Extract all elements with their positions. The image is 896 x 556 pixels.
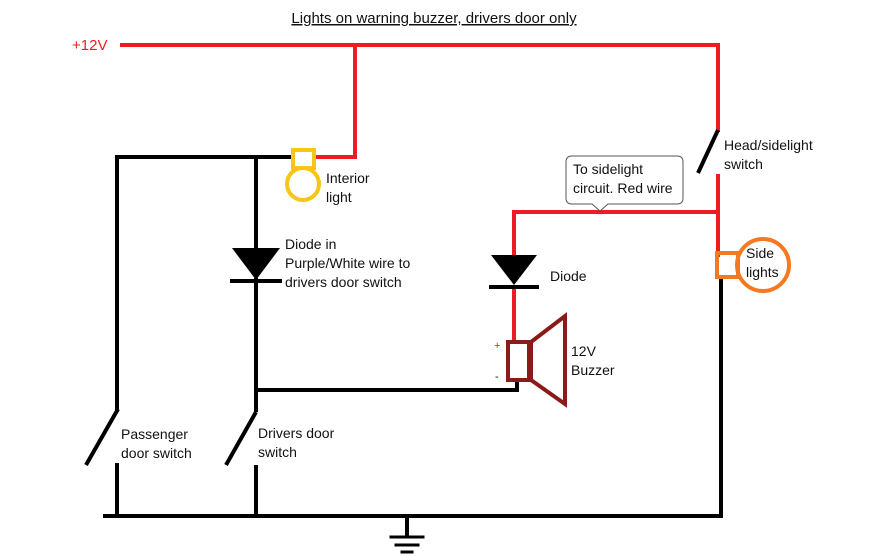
- sidelight-callout: [565, 155, 684, 212]
- diode-purple-white-label-line: drivers door switch: [285, 274, 402, 290]
- buzzer-label-line: 12V: [571, 343, 597, 359]
- positive-wiring: [120, 43, 720, 344]
- callout-text: To sidelight circuit. Red wire: [573, 161, 673, 196]
- headlight-switch-label-line: Head/sidelight: [724, 137, 813, 153]
- interior-light-label-line: light: [326, 189, 352, 205]
- side-lights-label-line: Side: [746, 245, 774, 261]
- buzzer-label-line: Buzzer: [571, 362, 615, 378]
- side-lights-label-line: lights: [746, 264, 779, 280]
- diagram-title: Lights on warning buzzer, drivers door o…: [291, 10, 577, 27]
- passenger-switch-label-line: Passenger: [121, 426, 188, 442]
- interior-light-label: Interior light: [326, 170, 373, 205]
- passenger-switch-label-line: door switch: [121, 445, 192, 461]
- headlight-switch-label-line: switch: [724, 156, 763, 172]
- diode-icon: [489, 255, 539, 289]
- diode-purple-white-label-line: Diode in: [285, 236, 336, 252]
- drivers-door-switch: [224, 411, 258, 466]
- drivers-switch-label-line: Drivers door: [258, 425, 335, 441]
- interior-light-bulb-icon: [285, 148, 321, 202]
- buzzer-speaker-icon: [506, 311, 567, 408]
- headlight-switch-label: Head/sidelight switch: [724, 137, 817, 172]
- diode-label: Diode: [550, 268, 587, 284]
- callout-text-line: To sidelight: [573, 161, 643, 177]
- supply-label: +12V: [72, 37, 107, 54]
- ground-wiring: [103, 155, 723, 538]
- side-lights-label: Side lights: [746, 245, 779, 280]
- passenger-switch-label: Passenger door switch: [121, 426, 192, 461]
- headlight-switch: [696, 129, 720, 174]
- buzzer-feed-wire: [512, 210, 720, 257]
- side-lights-lamp-icon: [715, 237, 791, 293]
- buzzer-plus-label: +: [494, 340, 500, 352]
- diode-purple-white-icon: [230, 248, 282, 283]
- buzzer-minus-label: -: [495, 371, 499, 383]
- drivers-switch-label: Drivers door switch: [258, 425, 338, 460]
- passenger-door-switch: [84, 408, 120, 466]
- interior-light-feed-wire: [316, 43, 357, 159]
- callout-text-line: circuit. Red wire: [573, 180, 673, 196]
- buzzer-return-wire: [254, 378, 519, 392]
- buzzer-label: 12V Buzzer: [571, 343, 615, 378]
- diode-purple-white-label-line: Purple/White wire to: [285, 255, 410, 271]
- drivers-switch-label-line: switch: [258, 444, 297, 460]
- interior-light-label-line: Interior: [326, 170, 370, 186]
- diode-purple-white-label: Diode in Purple/White wire to drivers do…: [285, 236, 414, 290]
- ground-symbol-icon: [389, 535, 425, 554]
